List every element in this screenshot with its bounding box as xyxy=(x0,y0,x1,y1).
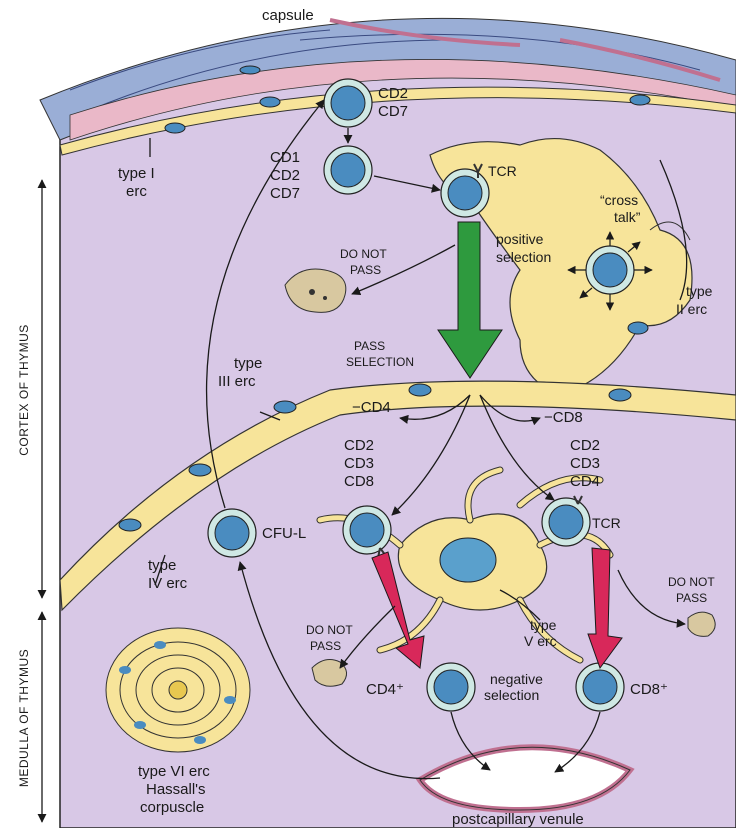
cd8-plus-cell xyxy=(576,663,624,711)
right-marker-1: CD2 xyxy=(570,437,600,454)
type-i-erc-label-2: erc xyxy=(126,183,147,200)
thymocyte-cd4-path xyxy=(542,498,590,546)
cd4-plus-label: CD4⁺ xyxy=(366,681,404,698)
thymocyte-cd2-cd7 xyxy=(324,79,372,127)
negative-selection-1: negative xyxy=(490,671,543,687)
type-ii-erc-1: type xyxy=(686,283,713,299)
thymocyte-cd1-cd2-cd7 xyxy=(324,146,372,194)
thymocyte-tcr xyxy=(441,169,489,217)
cfu-l-label: CFU-L xyxy=(262,525,306,542)
pass-selection-1: PASS xyxy=(354,339,385,353)
type-iii-erc-1: type xyxy=(234,355,262,372)
right-marker-3: CD4 xyxy=(570,473,600,490)
do-not-pass-right-2: PASS xyxy=(676,591,707,605)
cd4-plus-cell xyxy=(427,663,475,711)
positive-selection-1: positive xyxy=(496,231,544,247)
type-ii-erc-2: II erc xyxy=(676,301,707,317)
type-v-erc-1: type xyxy=(530,617,557,633)
cross-talk-1: “cross xyxy=(600,192,638,208)
type-iv-erc-1: type xyxy=(148,557,176,574)
apoptotic-cell-right xyxy=(688,612,715,636)
capsule-label: capsule xyxy=(262,7,314,24)
postcapillary-venule-label: postcapillary venule xyxy=(452,811,584,828)
minus-cd4-label: −CD4 xyxy=(352,399,391,416)
type-vi-erc-1: type VI erc xyxy=(138,763,210,780)
tcr-right-label: TCR xyxy=(592,515,621,531)
type-vi-erc-3: corpuscle xyxy=(140,799,204,816)
cross-talk-2: talk” xyxy=(614,209,641,225)
hassalls-corpuscle xyxy=(106,628,250,752)
thymocyte-cd8-path xyxy=(343,506,391,554)
do-not-pass-right-1: DO NOT xyxy=(668,575,715,589)
top-marker-2: CD7 xyxy=(378,103,408,120)
cd8-plus-label: CD8⁺ xyxy=(630,681,668,698)
right-marker-2: CD3 xyxy=(570,455,600,472)
type-vi-erc-2: Hassall's xyxy=(146,781,206,798)
tcr-top-label: TCR xyxy=(488,163,517,179)
left-marker-3: CD8 xyxy=(344,473,374,490)
apoptotic-cell-medulla xyxy=(312,660,347,687)
left-marker-2: CD3 xyxy=(344,455,374,472)
second-marker-1: CD1 xyxy=(270,149,300,166)
pass-selection-2: SELECTION xyxy=(346,355,414,369)
do-not-pass-medulla-2: PASS xyxy=(310,639,341,653)
cortex-label: CORTEX OF THYMUS xyxy=(17,324,31,456)
cfu-l-cell xyxy=(208,509,256,557)
type-iii-erc-2: III erc xyxy=(218,373,256,390)
do-not-pass-medulla-1: DO NOT xyxy=(306,623,353,637)
minus-cd8-label: −CD8 xyxy=(544,409,583,426)
left-marker-1: CD2 xyxy=(344,437,374,454)
medulla-label: MEDULLA OF THYMUS xyxy=(17,649,31,787)
second-marker-2: CD2 xyxy=(270,167,300,184)
type-v-erc-2: V erc xyxy=(524,633,557,649)
second-marker-3: CD7 xyxy=(270,185,300,202)
top-marker-1: CD2 xyxy=(378,85,408,102)
do-not-pass-cortex-2: PASS xyxy=(350,263,381,277)
type-i-erc-label-1: type I xyxy=(118,165,155,182)
thymocyte-positive-selection xyxy=(586,246,634,294)
positive-selection-2: selection xyxy=(496,249,551,265)
do-not-pass-cortex-1: DO NOT xyxy=(340,247,387,261)
negative-selection-2: selection xyxy=(484,687,539,703)
type-iv-erc-2: IV erc xyxy=(148,575,188,592)
